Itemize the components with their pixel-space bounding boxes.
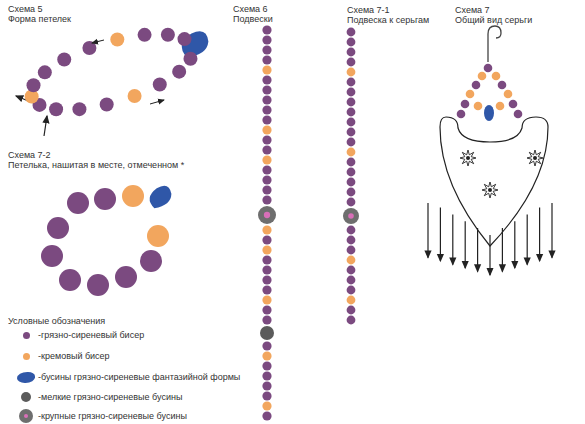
earring-pendant-scheme <box>343 28 359 325</box>
legend-heading: Условные обозначения <box>8 316 105 326</box>
legend-text: -мелкие грязно-сиреневые бусины <box>38 392 182 402</box>
scheme-number: Схема 7-1 <box>347 5 390 15</box>
loop-scheme <box>16 28 213 136</box>
scheme-caption: Форма петелек <box>8 14 71 24</box>
scheme-caption: Подвеска к серьгам <box>347 15 429 25</box>
legend-swatch <box>23 332 30 339</box>
legend-swatch <box>19 409 33 423</box>
scheme-caption: Общий вид серьги <box>455 15 532 25</box>
scheme-number: Схема 5 <box>8 4 43 14</box>
legend-text: -бусины грязно-сиреневые фантазийной фор… <box>38 372 240 382</box>
scheme-number: Схема 7 <box>455 5 490 15</box>
legend-swatch <box>17 372 35 383</box>
legend-text: -кремовый бисер <box>38 351 110 361</box>
legend-text: -грязно-сиреневый бисер <box>38 330 144 340</box>
scheme-number: Схема 7-2 <box>8 150 51 160</box>
legend-swatch <box>23 353 30 360</box>
legend-text: -крупные грязно-сиреневые бусины <box>38 411 187 421</box>
scheme-caption: Петелька, нашитая в месте, отмеченном * <box>8 160 184 170</box>
pendant-scheme <box>258 25 276 420</box>
bead-center-mark <box>24 414 28 418</box>
legend-swatch <box>21 392 31 402</box>
scheme-caption: Подвески <box>233 14 273 24</box>
earring-view <box>428 26 552 275</box>
loop-detail-scheme <box>41 183 175 296</box>
scheme-number: Схема 6 <box>233 4 268 14</box>
